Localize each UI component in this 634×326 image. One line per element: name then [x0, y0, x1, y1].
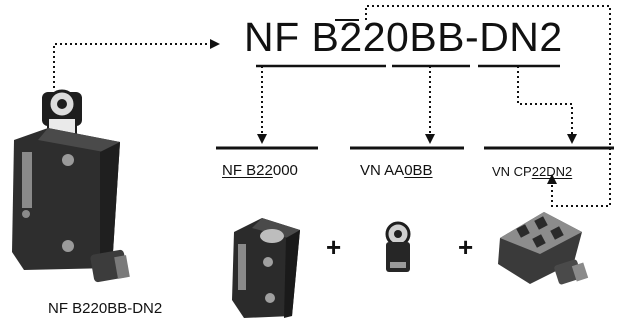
switch-body-image: [232, 218, 300, 318]
segment-label-body: NF B22000: [222, 162, 298, 180]
segment-label-head-underlined: 0BB: [404, 162, 433, 179]
code-overline: [335, 19, 359, 21]
connector-image: [498, 212, 589, 285]
product-code: NF B220BB-DN2: [244, 14, 563, 60]
segment-label-head: VN AA0BB: [360, 162, 433, 180]
code-part-dash: -: [465, 14, 480, 60]
plus-sign-1: +: [326, 232, 342, 262]
code-part-overlined-2: 2: [339, 14, 363, 60]
segment-label-connector-prefix: VN CP: [492, 164, 532, 179]
segment-label-connector-underlined: 22DN2: [531, 164, 573, 179]
segment-label-connector: VN CP22DN2: [492, 163, 572, 181]
arrow-segment-3: [517, 66, 577, 144]
product-caption: NF B220BB-DN2: [48, 300, 163, 317]
segment-label-head-prefix: VN AA: [360, 162, 405, 179]
segment-label-body-underlined: NF B22: [222, 162, 273, 179]
code-part-series: NF B: [244, 14, 340, 60]
arrow-back-to-connector: [365, 5, 611, 207]
code-part-3: 2: [362, 14, 387, 60]
code-part-connector: DN2: [479, 14, 563, 60]
code-part-head: 0BB: [386, 14, 466, 60]
segment-label-body-rest: 000: [272, 162, 298, 179]
roller-head-image: [385, 221, 411, 272]
plus-sign-2: +: [458, 232, 474, 262]
full-limit-switch-image: [12, 89, 130, 283]
